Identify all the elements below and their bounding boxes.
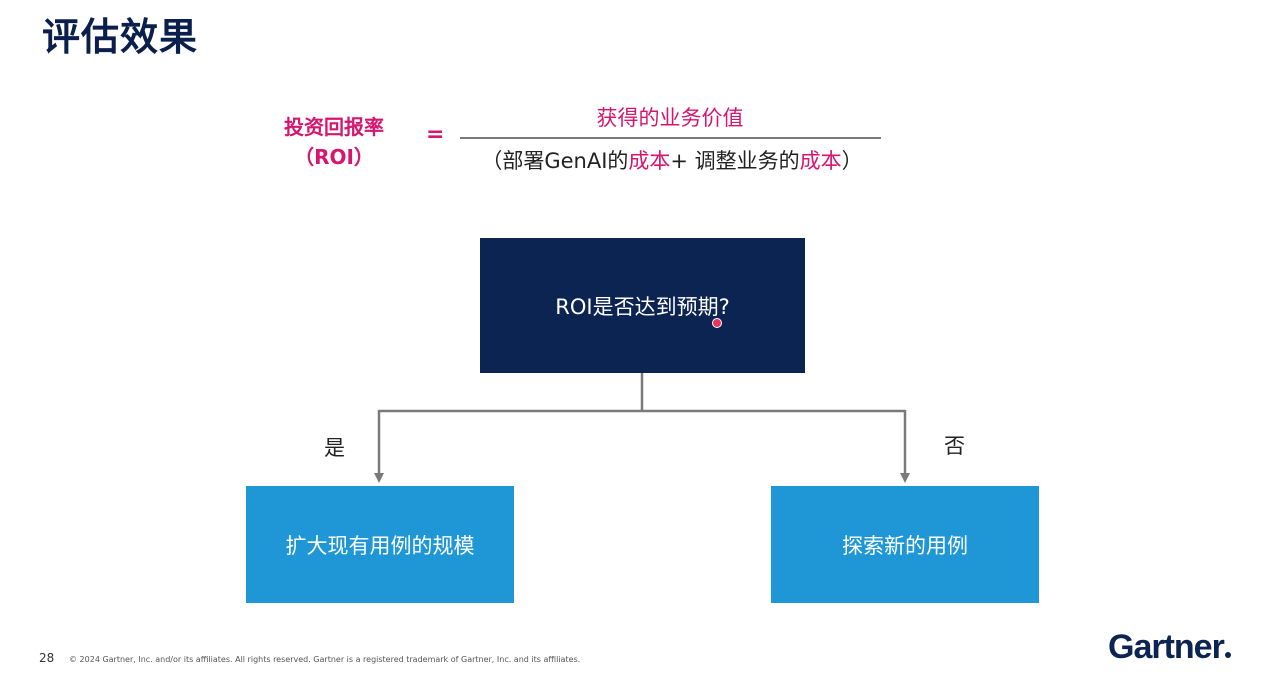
denominator-cost-2: 成本 xyxy=(799,149,842,173)
page-number: 28 xyxy=(39,651,55,665)
explore-use-case-box: 探索新的用例 xyxy=(771,486,1039,603)
copyright-notice: © 2024 Gartner, Inc. and/or its affiliat… xyxy=(69,655,581,664)
denominator-open: （部署GenAI的 xyxy=(481,149,629,173)
logo-dot-icon xyxy=(1224,652,1231,658)
formula-denominator: （部署GenAI的成本+ 调整业务的成本） xyxy=(452,145,892,175)
roi-label-line1: 投资回报率 xyxy=(284,115,384,139)
gartner-logo: Gartner xyxy=(1108,628,1231,667)
roi-question-box: ROI是否达到预期? xyxy=(480,238,805,373)
scale-use-case-box: 扩大现有用例的规模 xyxy=(246,486,514,603)
explore-use-case-text: 探索新的用例 xyxy=(842,533,968,558)
denominator-close: ） xyxy=(841,149,863,173)
equals-sign: = xyxy=(426,122,445,147)
pointer-dot-icon xyxy=(712,318,722,328)
denominator-cost-1: 成本 xyxy=(628,149,671,173)
fraction-line xyxy=(460,137,881,139)
roi-question-text: ROI是否达到预期? xyxy=(555,294,730,319)
formula-numerator: 获得的业务价值 xyxy=(596,106,744,130)
no-label: 否 xyxy=(944,434,965,458)
denominator-plus: + 调整业务的 xyxy=(670,149,800,173)
roi-label: 投资回报率 （ROI） xyxy=(264,112,404,172)
roi-label-line2: （ROI） xyxy=(294,145,374,169)
gartner-logo-text: Gartner xyxy=(1108,628,1225,666)
slide-title: 评估效果 xyxy=(42,15,199,59)
yes-label: 是 xyxy=(324,436,345,460)
scale-use-case-text: 扩大现有用例的规模 xyxy=(285,533,475,558)
